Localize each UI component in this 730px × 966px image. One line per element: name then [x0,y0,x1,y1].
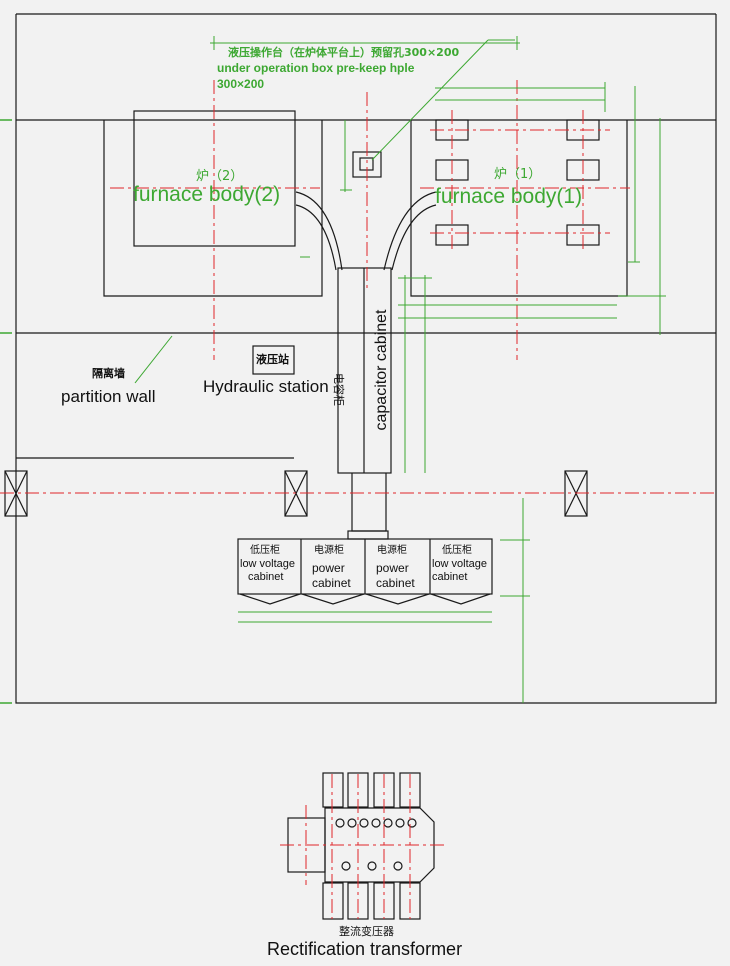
transformer-label-en: Rectification transformer [267,939,463,959]
furnace1-label-en: furnace body(1) [435,185,583,208]
cabinet-2-label-cn: 电源柜 [314,545,344,556]
busbar-right-inner [391,204,437,271]
operation-box-label-cn: 液压操作台（在炉体平台上）预留孔300×200 [228,46,460,59]
furnace2-label-cn: 炉（2） [196,169,244,184]
cabinet-feeder [351,473,387,532]
cabinet-2-label-en: power [312,561,345,575]
cabinet-1-label-en: low voltage [240,558,296,570]
cabinet-4-label-en-2: cabinet [432,571,468,583]
furnace1-pit [410,120,628,297]
cabinet-4-label-en: low voltage [432,558,488,570]
partition-wall-label-en: partition wall [61,387,156,406]
cabinet-3-label-cn: 电源柜 [377,545,407,556]
cabinet-1-label-en-2: cabinet [248,571,284,583]
busbar-right [383,191,437,271]
furnace1-label-cn: 炉（1） [494,167,542,182]
capacitor-cabinet-label-en: capacitor cabinet [373,309,390,431]
cabinet-2-label-en-2: cabinet [312,576,351,590]
furnace2-label-en: furnace body(2) [133,183,281,206]
partition-wall-label-cn: 隔离墙 [92,367,125,380]
hydraulic-station-box [252,345,295,375]
capacitor-cabinet-label-cn: 电容柜 [332,373,345,406]
rectification-transformer [287,772,435,920]
cabinet-4-label-cn: 低压柜 [442,545,472,556]
cabinet-3-label-en: power [376,561,409,575]
furnace2-pit [103,120,323,297]
operation-box-label-en: under operation box pre-keep hple [217,61,415,75]
busbar-left [295,191,343,271]
hydraulic-station-label-en: Hydraulic station [203,377,329,396]
hydraulic-station-label-cn: 液压站 [256,353,289,366]
operation-box-size-label: 300×200 [217,77,265,91]
building-outline [15,14,717,704]
busbar-left-inner [295,204,337,271]
cabinet-1-label-cn: 低压柜 [250,545,280,556]
cabinet-3-label-en-2: cabinet [376,576,415,590]
transformer-label-cn: 整流变压器 [339,925,394,938]
